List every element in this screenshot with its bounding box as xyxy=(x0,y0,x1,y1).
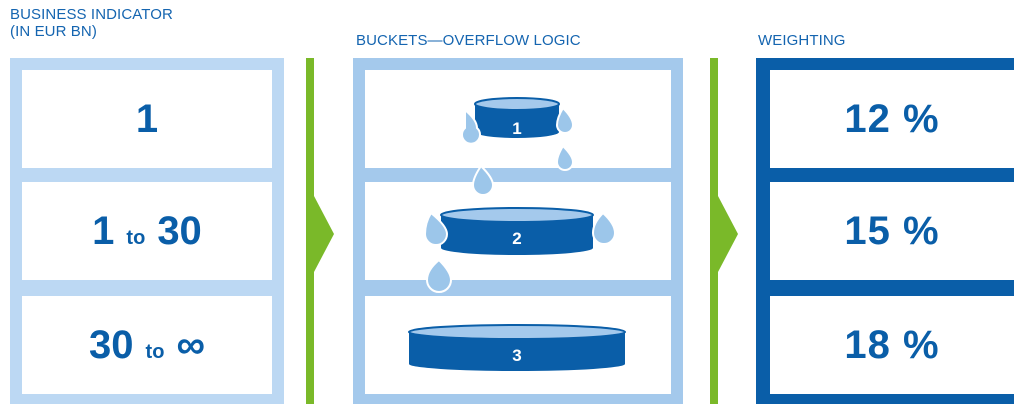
bi-2-to: 30 xyxy=(157,208,202,253)
flow-arrow-1 xyxy=(306,58,334,404)
bucket-1: 1 xyxy=(474,97,560,138)
bucket-3-label: 3 xyxy=(512,346,521,365)
business-indicator-header: BUSINESS INDICATOR (IN EUR BN) xyxy=(10,6,173,40)
bi-2-from: 1 xyxy=(92,208,115,253)
weighting-1-value: 12 % xyxy=(844,96,940,141)
weighting-panel: 12 % 15 % 18 % xyxy=(756,58,1014,404)
drop-icon xyxy=(423,211,449,246)
bi-3-to-word: to xyxy=(145,340,165,363)
flow-arrow-2 xyxy=(710,58,738,404)
weighting-3-value: 18 % xyxy=(844,322,940,367)
bi-3-to: ∞ xyxy=(176,322,205,367)
bi-cell-1: 1 xyxy=(22,70,272,168)
weighting-cell-1: 12 % xyxy=(770,70,1014,168)
weighting-cell-2: 15 % xyxy=(770,182,1014,280)
drop-icon xyxy=(555,106,575,134)
bi-cell-2: 1 to 30 xyxy=(22,182,272,280)
buckets-panel: 1 2 3 xyxy=(353,58,683,404)
business-indicator-header-line1: BUSINESS INDICATOR xyxy=(10,6,173,23)
bucket-2-label: 2 xyxy=(512,229,521,248)
bi-2-to-word: to xyxy=(126,226,146,249)
drop-icon xyxy=(425,258,453,293)
business-indicator-header-line2: (IN EUR BN) xyxy=(10,23,97,40)
weighting-cell-3: 18 % xyxy=(770,296,1014,394)
drop-icon xyxy=(461,107,481,145)
buckets-header: BUCKETS—OVERFLOW LOGIC xyxy=(356,32,581,49)
drop-icon xyxy=(591,211,617,245)
bucket-1-label: 1 xyxy=(512,119,521,138)
bi-1-from: 1 xyxy=(135,96,159,141)
drop-icon xyxy=(555,144,575,171)
bucket-3: 3 xyxy=(408,324,626,371)
drop-icon xyxy=(471,164,495,196)
bi-3-from: 30 xyxy=(89,322,134,367)
weighting-2-value: 15 % xyxy=(844,208,940,253)
weighting-header: WEIGHTING xyxy=(758,32,846,49)
bi-cell-3: 30 to ∞ xyxy=(22,296,272,394)
business-indicator-panel: 1 1 to 30 30 to ∞ xyxy=(10,58,284,404)
buckets-diagram: 1 2 3 xyxy=(408,97,626,371)
bucket-2: 2 xyxy=(440,207,594,255)
